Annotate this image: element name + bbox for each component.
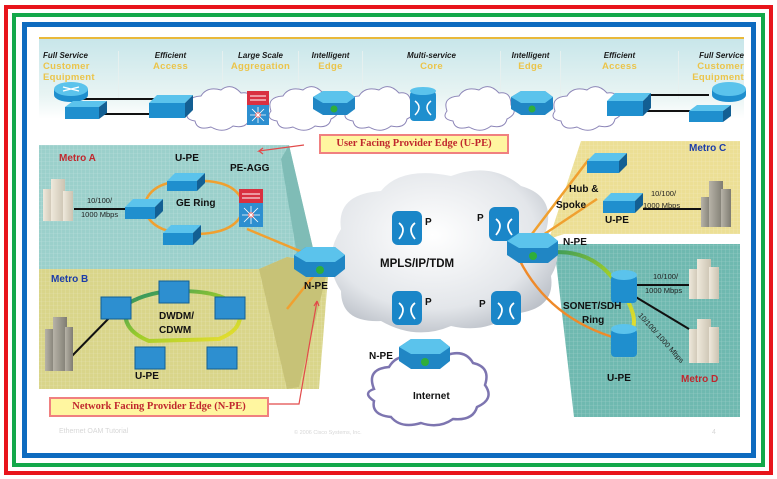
metro-d-ring-line1: SONET/SDH: [563, 301, 622, 312]
p-router-bottom-left-icon: [392, 291, 422, 325]
upe-callout: User Facing Provider Edge (U-PE): [319, 134, 509, 154]
footer-page-number: 4: [712, 429, 716, 436]
top-core-router-icon: [410, 87, 436, 121]
metro-d-upe-router-icon: [611, 324, 637, 357]
header-col-cpe-right: Full Service Customer Equipment: [692, 51, 744, 83]
upe-callout-arrow: [256, 144, 305, 155]
npe-router-left-icon: [294, 247, 345, 277]
inner-blue-border: [22, 22, 756, 458]
building-metro-c-icon: [701, 181, 731, 227]
header-col-edge-left: Intelligent Edge: [299, 51, 363, 99]
header-col-core: Multi-service Core: [363, 51, 501, 99]
header-col-access-left: Efficient Access: [119, 51, 223, 99]
metro-d-ring-line2: Ring: [582, 315, 605, 326]
metro-b-ring-line1: DWDM/: [159, 311, 194, 322]
top-edge-router-right-icon: [511, 91, 553, 115]
npe-router-internet-icon: [399, 339, 450, 369]
npe-label-left: N-PE: [304, 281, 328, 292]
p-router-top-left-icon: [392, 211, 422, 245]
header-divider: [39, 37, 744, 39]
building-metro-d-bottom-icon: [689, 319, 719, 363]
internet-label: Internet: [413, 391, 450, 402]
metro-a-switch-bottom-icon: [163, 225, 201, 245]
metro-a-speed-line1: 10/100/: [87, 196, 113, 205]
npe-router-right-icon: [507, 233, 558, 263]
metro-a-upe-label: U-PE: [175, 153, 199, 164]
metro-c-upe-label: U-PE: [605, 215, 629, 226]
metro-a-title: Metro A: [59, 153, 96, 164]
npe-callout-arrow: [268, 300, 320, 405]
top-switch-right-icon: [689, 105, 731, 122]
metro-b-title: Metro B: [51, 274, 89, 285]
metro-c-upe-switch-icon: [603, 193, 643, 213]
metro-b-optical-nodes: [100, 280, 246, 370]
metro-c-hub-line1: Hub &: [569, 184, 599, 195]
core-network-label: MPLS/IP/TDM: [380, 258, 455, 270]
metro-a-upe-switch-icon: [167, 173, 205, 191]
metro-a-peagg-label: PE-AGG: [230, 163, 270, 174]
npe-callout: Network Facing Provider Edge (N-PE): [49, 397, 269, 417]
header-col-access-right: Efficient Access: [561, 51, 679, 99]
metro-c-title: Metro C: [689, 143, 727, 154]
building-metro-a-icon: [43, 179, 73, 221]
p-label-1: P: [425, 217, 432, 228]
metro-a-switch-left-icon: [125, 199, 163, 219]
top-switch-access-left-icon: [149, 95, 193, 118]
metro-b-ring-line2: CDWM: [159, 325, 192, 336]
customer-links: [68, 208, 701, 360]
metro-a-peagg-switch-icon: [239, 189, 263, 227]
top-aggregation-switch-icon: [247, 91, 269, 125]
diagram-graphics: [39, 82, 746, 427]
p-router-top-right-icon: [489, 207, 519, 241]
p-label-3: P: [425, 297, 432, 308]
metro-c-switch-top-icon: [587, 153, 627, 173]
metro-d-speed1-line1: 10/100/: [653, 272, 679, 281]
footer-copyright: © 2006 Cisco Systems, Inc.: [294, 430, 362, 436]
metro-d-upe-label: U-PE: [607, 373, 631, 384]
p-label-4: P: [479, 299, 486, 310]
top-clouds: [186, 86, 623, 131]
npe-label-internet: N-PE: [369, 351, 393, 362]
p-router-bottom-right-icon: [491, 291, 521, 325]
outer-red-border: [4, 5, 773, 475]
header-col-edge-right: Intelligent Edge: [501, 51, 561, 99]
top-switch-left-icon: [65, 101, 107, 119]
metro-a-speed-line2: 1000 Mbps: [81, 210, 119, 219]
network-diagram-slide: Full Service Customer Equipment Efficien…: [29, 29, 750, 453]
metro-a-panel: [39, 145, 319, 281]
top-router-left-icon: [54, 82, 88, 102]
footer-title: Ethernet OAM Tutorial: [59, 428, 129, 435]
metro-b-panel: [39, 257, 329, 389]
top-router-right-icon: [712, 82, 746, 102]
top-switch-access-right-icon: [607, 93, 651, 116]
p-label-2: P: [477, 213, 484, 224]
top-edge-router-left-icon: [313, 91, 355, 115]
metro-c-hub-line2: Spoke: [556, 200, 587, 211]
npe-label-right: N-PE: [563, 237, 587, 248]
metro-c-speed-line2: 1000 Mbps: [643, 201, 681, 210]
metro-a-ring-label: GE Ring: [176, 198, 216, 209]
metro-d-title: Metro D: [681, 374, 719, 385]
metro-d-router-top-icon: [611, 270, 637, 303]
metro-d-speed1-line2: 1000 Mbps: [645, 286, 683, 295]
middle-green-border: [12, 13, 765, 467]
metro-b-upe-label: U-PE: [135, 371, 159, 382]
building-metro-b-icon: [45, 317, 73, 371]
metro-c-speed-line1: 10/100/: [651, 189, 677, 198]
header-col-aggregation: Large Scale Aggregation: [223, 51, 299, 99]
building-metro-d-top-icon: [689, 259, 719, 299]
header-col-cpe-left: Full Service Customer Equipment: [39, 51, 119, 99]
